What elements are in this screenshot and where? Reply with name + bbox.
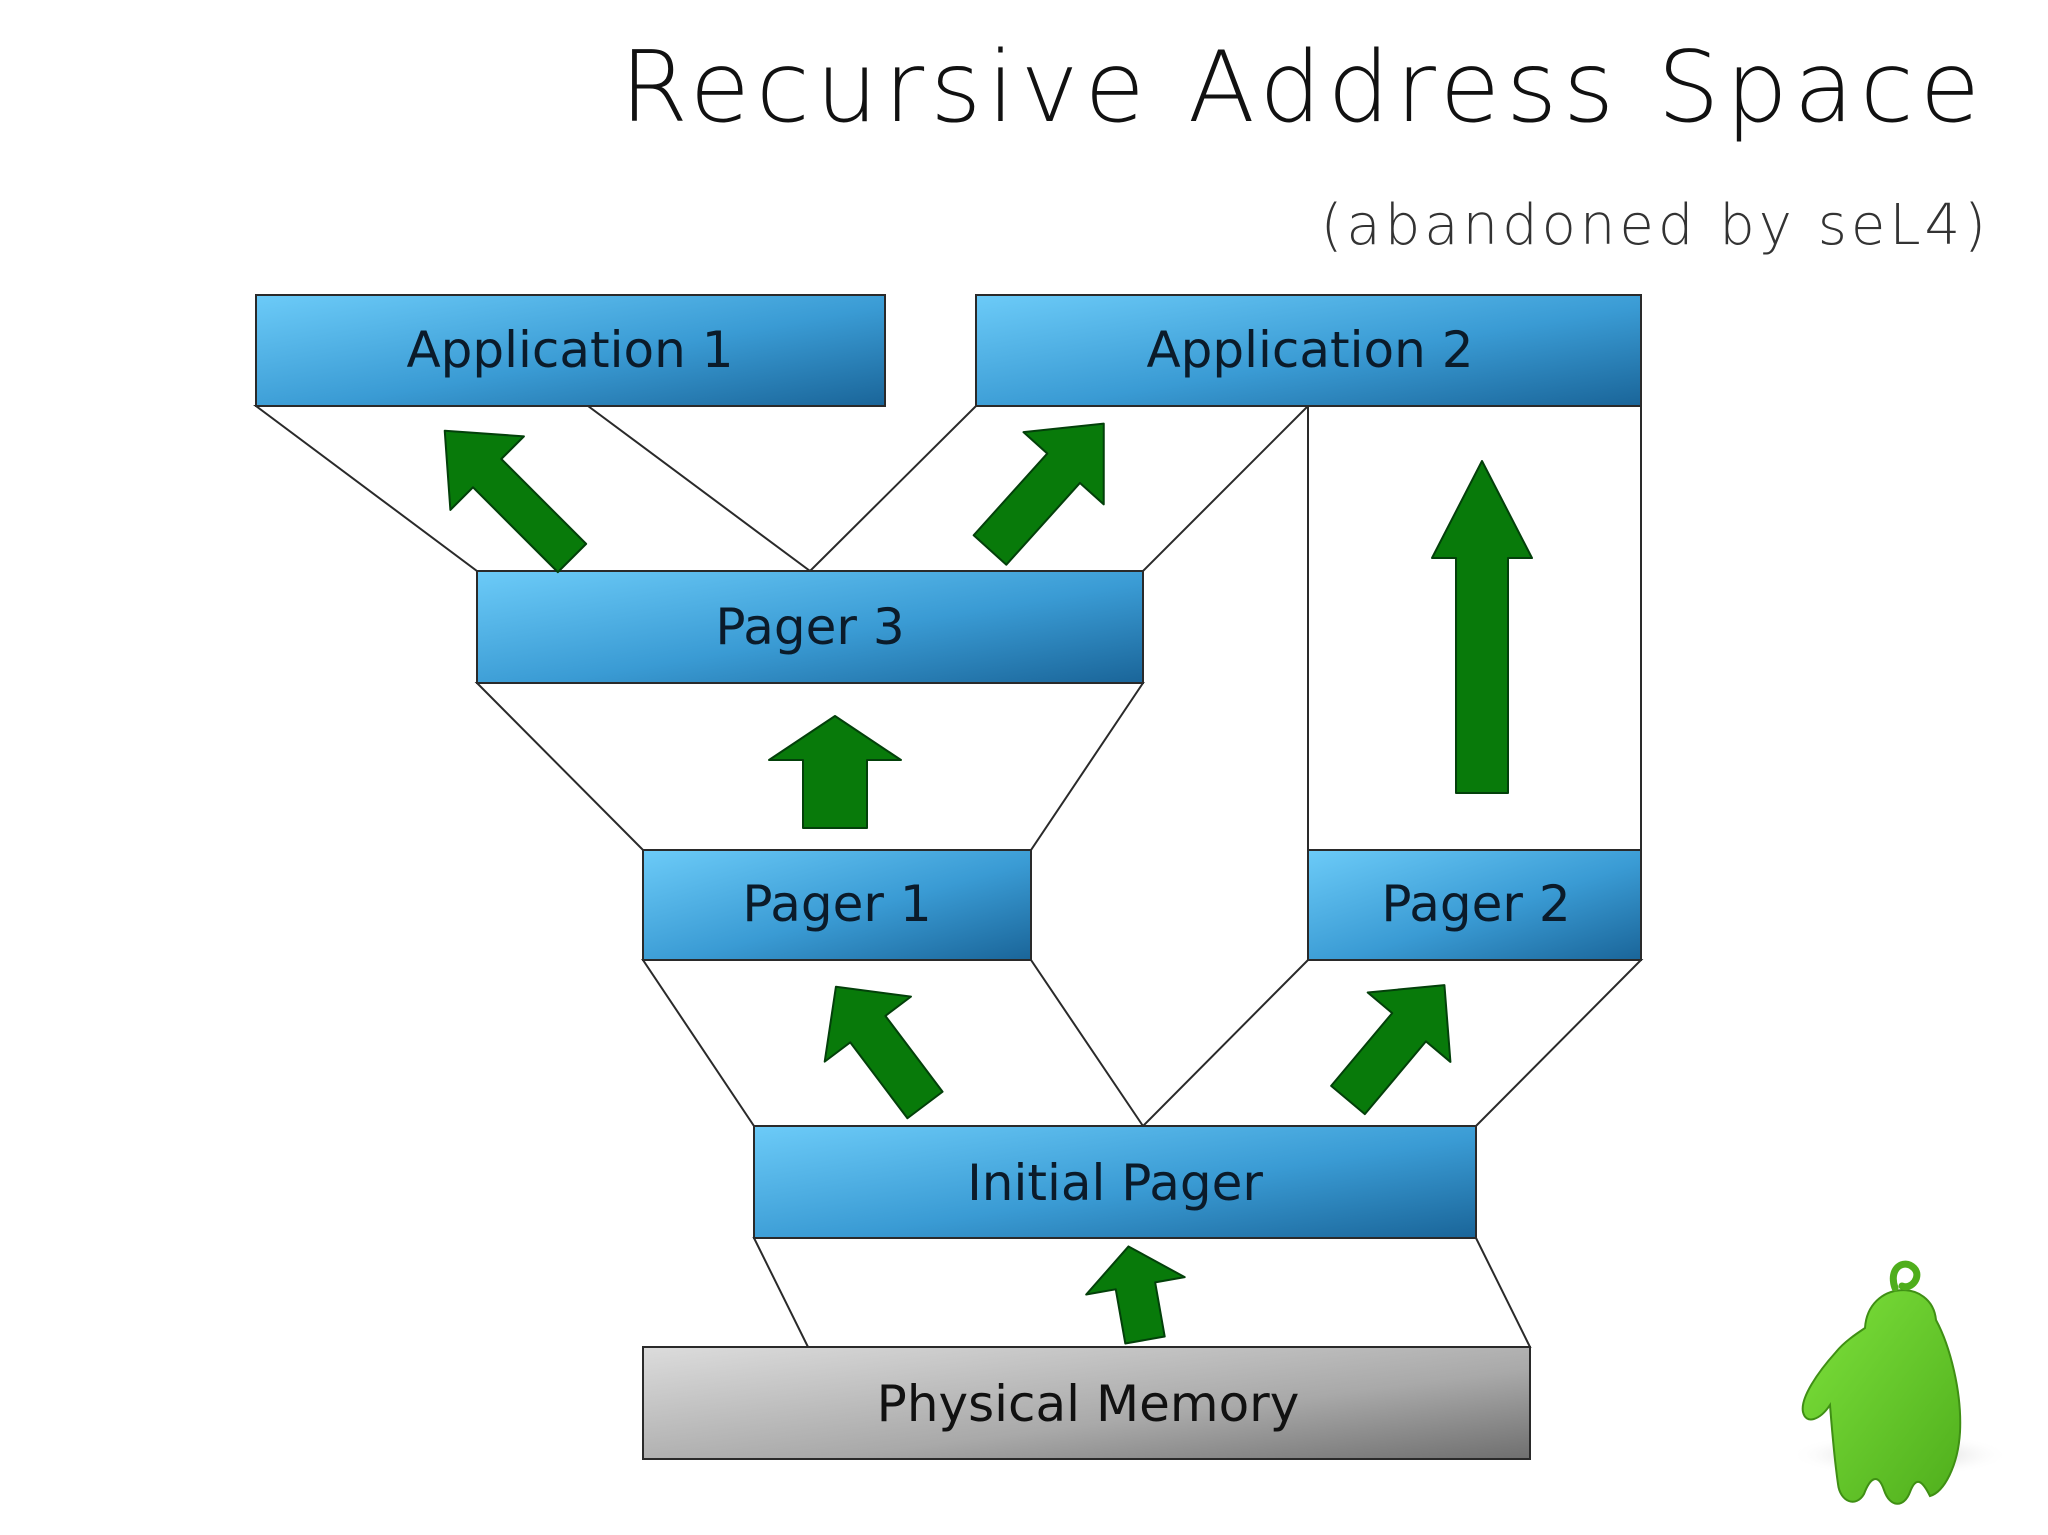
arrow-initial-to-pager1-icon [823,985,944,1120]
arrow-pager1-to-pager3-icon [768,715,902,829]
block-pager-2: Pager 2 [1307,849,1642,961]
block-label: Application 2 [1146,321,1473,379]
arrow-memory-to-initial-icon [1085,1245,1186,1345]
arrow-initial-to-pager2-icon [1330,984,1452,1116]
block-physical-memory: Physical Memory [642,1346,1531,1460]
arrow-pager3-to-app1-icon [443,429,588,574]
block-initial-pager: Initial Pager [753,1125,1477,1239]
block-label: Physical Memory [877,1375,1300,1433]
arrow-pager2-to-app2-icon [1431,460,1533,794]
block-label: Initial Pager [967,1154,1263,1212]
slide-title: Recursive Address Space [619,31,1986,145]
block-label: Pager 1 [742,875,931,933]
block-application-2: Application 2 [975,294,1642,407]
arrow-pager3-to-app2-icon [972,422,1105,566]
block-label: Pager 3 [715,598,904,656]
block-label: Application 1 [406,321,733,379]
block-application-1: Application 1 [255,294,886,407]
slide-subtitle: (abandoned by seL4) [1320,193,1990,258]
block-pager-1: Pager 1 [642,849,1032,961]
green-ghost-mascot-icon [1790,1260,2010,1505]
block-pager-3: Pager 3 [476,570,1144,684]
block-label: Pager 2 [1381,875,1570,933]
